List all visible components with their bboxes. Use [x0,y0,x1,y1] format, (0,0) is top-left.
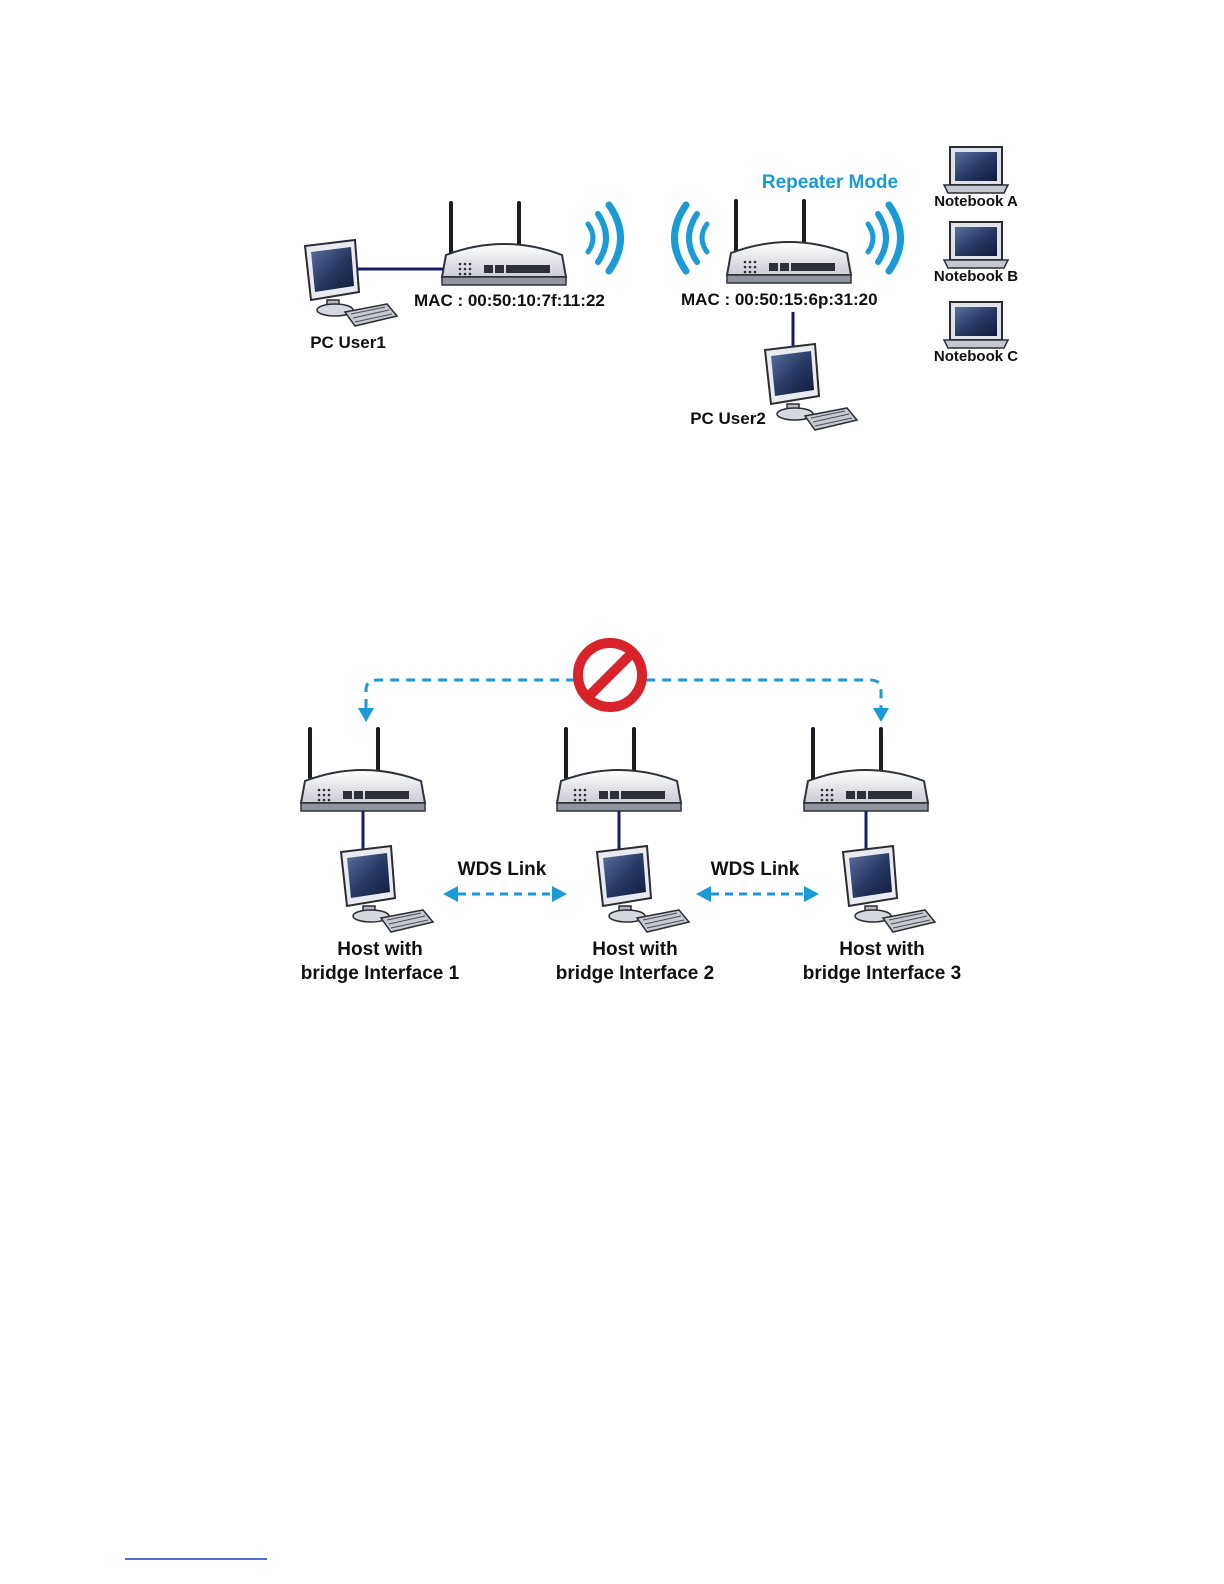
notebook-a-icon [944,147,1008,193]
pc-user2-icon [765,344,857,430]
notebook-b-icon [944,222,1008,268]
pc-user2-label: PC User2 [690,409,766,428]
host1-label-line2: bridge Interface 1 [301,963,460,984]
wireless-waves-router2-right-icon [868,205,901,271]
pc-user1-icon [305,240,397,326]
host2-label-line1: Host with [592,939,678,960]
wireless-waves-router2-left-icon [675,205,708,271]
bridge3-router-icon [804,727,928,811]
router1-mac-label: MAC : 00:50:10:7f:11:22 [414,291,605,310]
wireless-waves-router1-icon [588,205,621,271]
repeater-mode-label: Repeater Mode [762,172,898,193]
router2-mac-label: MAC : 00:50:15:6p:31:20 [681,290,878,309]
repeater-mode-diagram: PC User1 MAC : 00:50:10:7f:11:22 Repeate… [305,147,1018,430]
notebook-b-label: Notebook B [934,268,1018,285]
host3-pc-icon [843,846,935,932]
host2-label-line2: bridge Interface 2 [556,963,714,984]
wds-link-label-1: WDS Link [458,859,547,880]
notebook-c-label: Notebook C [934,348,1018,365]
host1-pc-icon [341,846,433,932]
host3-label-line1: Host with [839,939,925,960]
router2-icon [727,199,851,283]
pc-user1-label: PC User1 [310,333,386,352]
blocked-path-arrow-left [358,708,374,722]
wds-bridge-diagram: WDS Link WDS Link Host with bridge Inter… [301,643,961,984]
wds-link-label-2: WDS Link [711,859,800,880]
wds-link-arrow-2 [696,886,819,902]
host1-label-line1: Host with [337,939,423,960]
host3-label-line2: bridge Interface 3 [803,963,961,984]
router1-icon [442,201,566,285]
wds-link-arrow-1 [443,886,567,902]
bridge2-router-icon [557,727,681,811]
blocked-path-arrow-right [873,708,889,722]
notebook-c-icon [944,302,1008,348]
host2-pc-icon [597,846,689,932]
prohibited-icon [578,643,642,707]
bridge1-router-icon [301,727,425,811]
notebook-a-label: Notebook A [934,193,1018,210]
